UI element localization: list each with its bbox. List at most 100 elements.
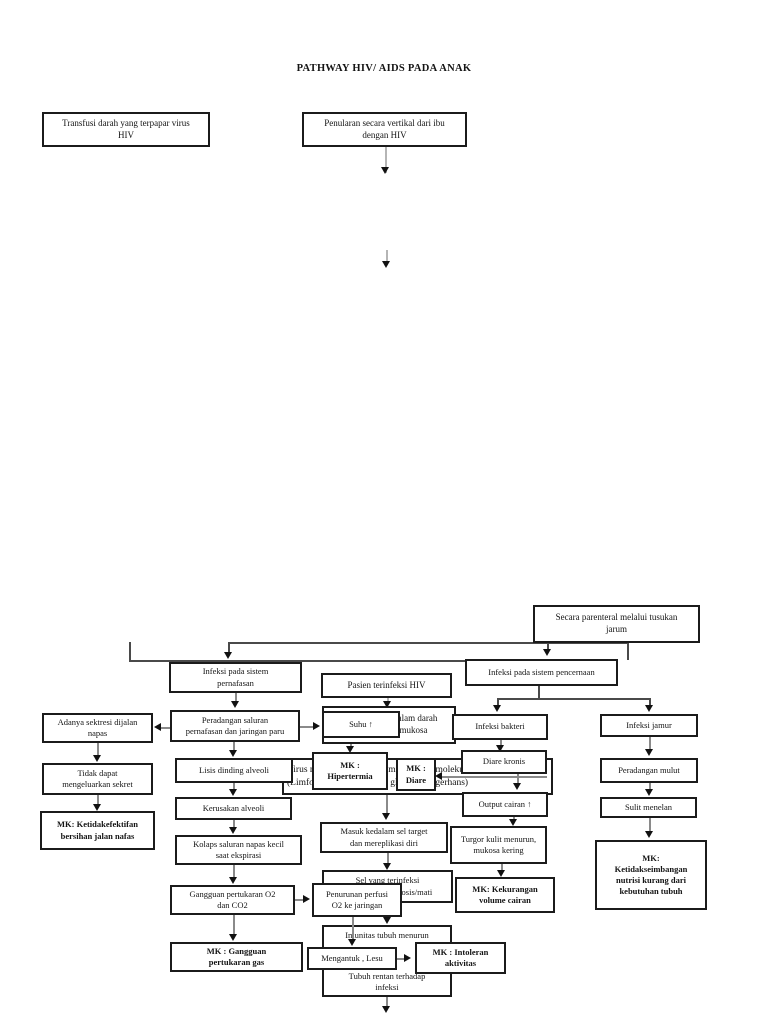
flow-line (385, 147, 387, 173)
flow-arrowhead (645, 705, 653, 712)
flow-line (649, 783, 651, 790)
flow-arrowhead (493, 705, 501, 712)
node-gangguan-pertukaran-o2: Gangguan pertukaran O2 dan CO2 (170, 885, 295, 915)
flow-line (129, 660, 465, 662)
flow-line (386, 997, 388, 1006)
flow-line (352, 917, 354, 940)
flow-arrowhead (543, 649, 551, 656)
flow-arrowhead (497, 870, 505, 877)
node-imunitas-menurun: Imunitas tubuh menurun (345, 930, 429, 940)
node-kerusakan-alveoli: Kerusakan alveoli (175, 797, 292, 820)
node-mk-diare: MK : Diare (396, 758, 436, 791)
node-tidak-dapat-mengeluarkan-sekret: Tidak dapat mengeluarkan sekret (42, 763, 153, 795)
flow-line (233, 820, 235, 828)
node-suhu-naik: Suhu ↑ (322, 711, 400, 738)
flow-line (228, 642, 627, 644)
flow-line (440, 776, 547, 778)
node-transfusi-darah: Transfusi darah yang terpapar virus HIV (42, 112, 210, 147)
flow-line (497, 698, 650, 700)
flow-arrowhead (435, 772, 442, 780)
flow-arrowhead (404, 954, 411, 962)
node-peradangan-mulut: Peradangan mulut (600, 758, 698, 783)
node-mk-ketidakefektifan: MK: Ketidakefektifan bersihan jalan nafa… (40, 811, 155, 850)
flow-line (233, 865, 235, 878)
node-infeksi-bakteri: Infeksi bakteri (452, 714, 548, 740)
node-infeksi-jamur: Infeksi jamur (600, 714, 698, 737)
flow-line (295, 899, 304, 901)
flow-arrowhead (381, 167, 389, 174)
flow-line (97, 743, 99, 756)
flow-arrowhead (382, 1006, 390, 1013)
node-lisis-dinding-alveoli: Lisis dinding alveoli (175, 758, 293, 783)
flow-arrowhead (645, 831, 653, 838)
flow-arrowhead (645, 749, 653, 756)
node-diare-kronis: Diare kronis (461, 750, 547, 774)
flow-line (513, 817, 515, 820)
flow-arrowhead (93, 755, 101, 762)
flow-arrowhead (313, 722, 320, 730)
flow-line (649, 737, 651, 750)
node-sulit-menelan: Sulit menelan (600, 797, 697, 818)
flow-line (386, 250, 388, 262)
node-penularan-vertikal: Penularan secara vertikal dari ibu denga… (302, 112, 467, 147)
flow-line (517, 774, 519, 784)
flow-line (233, 783, 235, 790)
flow-arrowhead (231, 701, 239, 708)
node-output-cairan: Output cairan ↑ (462, 792, 548, 817)
node-mk-gangguan-pertukaran-gas: MK : Gangguan pertukaran gas (170, 942, 303, 972)
flow-line (649, 698, 651, 706)
flow-arrowhead (513, 783, 521, 790)
node-peradangan-saluran: Peradangan saluran pernafasan dan jaring… (170, 710, 300, 742)
flow-line (350, 744, 352, 747)
flow-line (387, 853, 389, 864)
flow-line (160, 727, 171, 729)
flow-arrowhead (348, 939, 356, 946)
flow-arrowhead (383, 917, 391, 924)
node-mk-hipertermia: MK : Hipertermia (312, 752, 388, 790)
node-kolaps-saluran-napas: Kolaps saluran napas kecil saat ekspiras… (175, 835, 302, 865)
node-infeksi-pernafasan: Infeksi pada sistem pernafasan (169, 662, 302, 693)
flow-arrowhead (382, 261, 390, 268)
node-secara-parenteral: Secara parenteral melalui tusukan jarum (533, 605, 700, 643)
flow-arrowhead (229, 789, 237, 796)
node-infeksi-pencernaan: Infeksi pada sistem pencernaan (465, 659, 618, 686)
node-mengantuk-lesu: Mengantuk , Lesu (307, 947, 397, 970)
node-mk-intoleran-aktivitas: MK : Intoleran aktivitas (415, 942, 506, 974)
flow-line (300, 726, 314, 728)
flow-arrowhead (303, 895, 310, 903)
flow-line (538, 686, 540, 698)
flow-line (233, 742, 235, 751)
flow-arrowhead (224, 652, 232, 659)
node-turgor-kulit: Turgor kulit menurun, mukosa kering (450, 826, 547, 864)
node-pasien-terinfeksi-hiv: Pasien terinfeksi HIV (321, 673, 452, 698)
node-mk-kekurangan-volume: MK: Kekurangan volume cairan (455, 877, 555, 913)
flow-line (129, 642, 131, 660)
flow-line (501, 864, 503, 871)
flow-line (387, 698, 389, 703)
flow-arrowhead (509, 819, 517, 826)
node-penurunan-perfusi: Penurunan perfusi O2 ke jaringan (312, 883, 402, 917)
flow-arrowhead (645, 789, 653, 796)
flow-line (397, 958, 405, 960)
node-adanya-sektresi: Adanya sektresi dijalan napas (42, 713, 153, 743)
flow-line (649, 818, 651, 832)
flow-arrowhead (229, 827, 237, 834)
flow-line (386, 795, 388, 814)
flow-arrowhead (154, 723, 161, 731)
flow-arrowhead (346, 746, 354, 753)
flow-line (233, 915, 235, 935)
flow-arrowhead (93, 804, 101, 811)
node-mk-ketidakseimbangan-nutrisi: MK: Ketidakseimbangan nutrisi kurang dar… (595, 840, 707, 910)
flow-arrowhead (496, 745, 504, 752)
flow-line (500, 740, 502, 746)
flow-arrowhead (383, 701, 391, 708)
flow-line (497, 698, 499, 706)
flow-line (228, 642, 230, 653)
flow-line (627, 643, 629, 660)
flow-arrowhead (383, 863, 391, 870)
flow-line (547, 643, 549, 650)
page-title: PATHWAY HIV/ AIDS PADA ANAK (296, 63, 472, 74)
flow-arrowhead (229, 877, 237, 884)
flow-arrowhead (382, 813, 390, 820)
